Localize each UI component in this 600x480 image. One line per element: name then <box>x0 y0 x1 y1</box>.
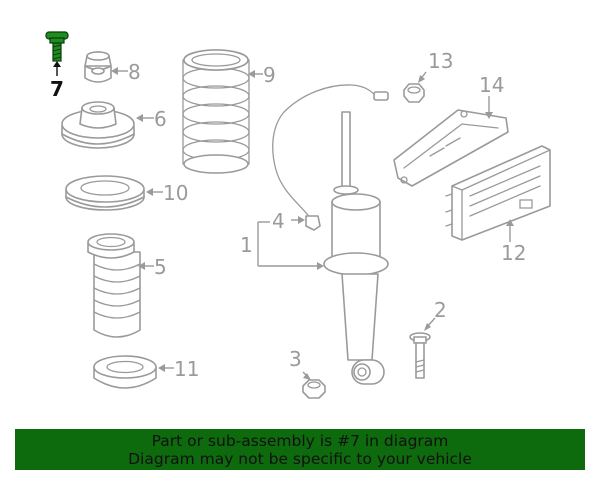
part-11-lower-isolator[interactable] <box>93 355 157 389</box>
part-6-upper-mount[interactable] <box>61 101 135 149</box>
banner-line-1: Part or sub-assembly is #7 in diagram <box>151 432 449 450</box>
callout-2[interactable]: 2 <box>434 298 447 322</box>
callout-13[interactable]: 13 <box>428 49 453 73</box>
part-14-bracket[interactable] <box>393 109 509 187</box>
banner-line-2: Diagram may not be specific to your vehi… <box>128 450 472 468</box>
callout-9[interactable]: 9 <box>263 63 276 87</box>
callout-1[interactable]: 1 <box>240 233 253 257</box>
part-1-shock-absorber[interactable] <box>323 111 389 385</box>
callout-7-leader <box>53 61 61 76</box>
part-2-bolt[interactable] <box>409 332 431 379</box>
callout-12[interactable]: 12 <box>501 241 526 265</box>
part-10-spring-seat[interactable] <box>65 175 145 211</box>
callout-6[interactable]: 6 <box>154 107 167 131</box>
callout-10[interactable]: 10 <box>163 181 188 205</box>
part-4-sensor-harness[interactable] <box>272 84 389 231</box>
callout-8[interactable]: 8 <box>128 60 141 84</box>
part-3-nut[interactable] <box>302 379 326 399</box>
part-7-bolt[interactable] <box>45 31 69 62</box>
callout-14[interactable]: 14 <box>479 73 504 97</box>
callout-11[interactable]: 11 <box>174 357 199 381</box>
callout-4[interactable]: 4 <box>272 209 285 233</box>
part-9-coil-spring[interactable] <box>182 49 250 174</box>
part-13-nut[interactable] <box>403 83 425 103</box>
part-12-control-module[interactable] <box>445 145 551 241</box>
callout-1-bracket <box>257 221 324 270</box>
notice-banner: Part or sub-assembly is #7 in diagram Di… <box>15 429 585 470</box>
callout-7[interactable]: 7 <box>50 77 64 101</box>
part-5-dust-boot[interactable] <box>87 233 141 338</box>
callout-3[interactable]: 3 <box>289 347 302 371</box>
part-8-cap[interactable] <box>84 51 112 83</box>
callout-5[interactable]: 5 <box>154 255 167 279</box>
